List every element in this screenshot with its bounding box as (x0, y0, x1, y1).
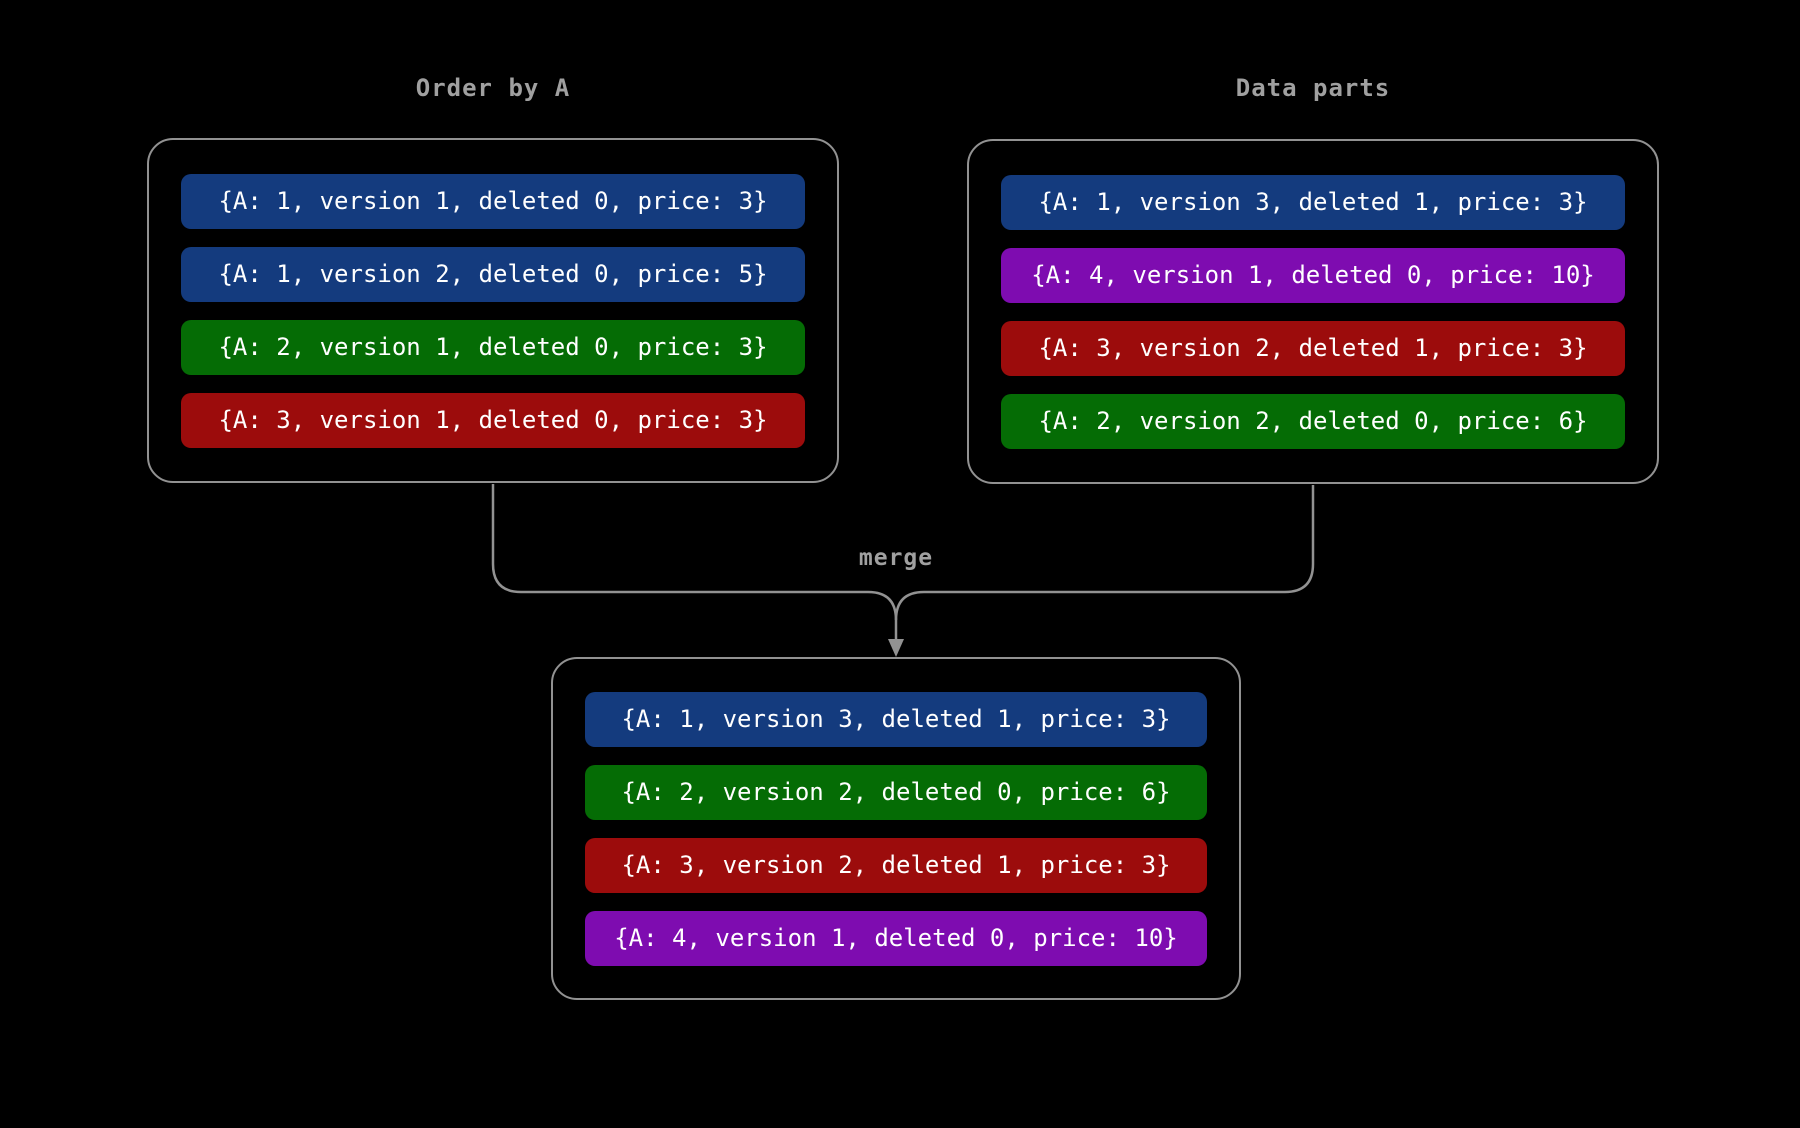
merge-arrowhead-icon (888, 639, 904, 657)
order-by-a-box: {A: 1, version 1, deleted 0, price: 3} {… (147, 138, 839, 483)
record-chip: {A: 1, version 2, deleted 0, price: 5} (181, 246, 805, 302)
record-chip: {A: 3, version 1, deleted 0, price: 3} (181, 392, 805, 448)
record-chip: {A: 4, version 1, deleted 0, price: 10} (585, 910, 1207, 966)
record-chip: {A: 3, version 2, deleted 1, price: 3} (585, 837, 1207, 893)
record-chip: {A: 1, version 3, deleted 1, price: 3} (585, 691, 1207, 747)
data-parts-title: Data parts (1235, 74, 1391, 102)
merged-result-box: {A: 1, version 3, deleted 1, price: 3} {… (551, 657, 1241, 1000)
record-chip: {A: 3, version 2, deleted 1, price: 3} (1001, 320, 1625, 376)
merge-label: merge (858, 545, 934, 571)
record-chip: {A: 1, version 1, deleted 0, price: 3} (181, 173, 805, 229)
record-chip: {A: 4, version 1, deleted 0, price: 10} (1001, 247, 1625, 303)
order-by-a-title: Order by A (415, 74, 571, 102)
record-chip: {A: 2, version 2, deleted 0, price: 6} (585, 764, 1207, 820)
data-parts-box: {A: 1, version 3, deleted 1, price: 3} {… (967, 139, 1659, 484)
record-chip: {A: 2, version 2, deleted 0, price: 6} (1001, 393, 1625, 449)
record-chip: {A: 2, version 1, deleted 0, price: 3} (181, 319, 805, 375)
record-chip: {A: 1, version 3, deleted 1, price: 3} (1001, 174, 1625, 230)
